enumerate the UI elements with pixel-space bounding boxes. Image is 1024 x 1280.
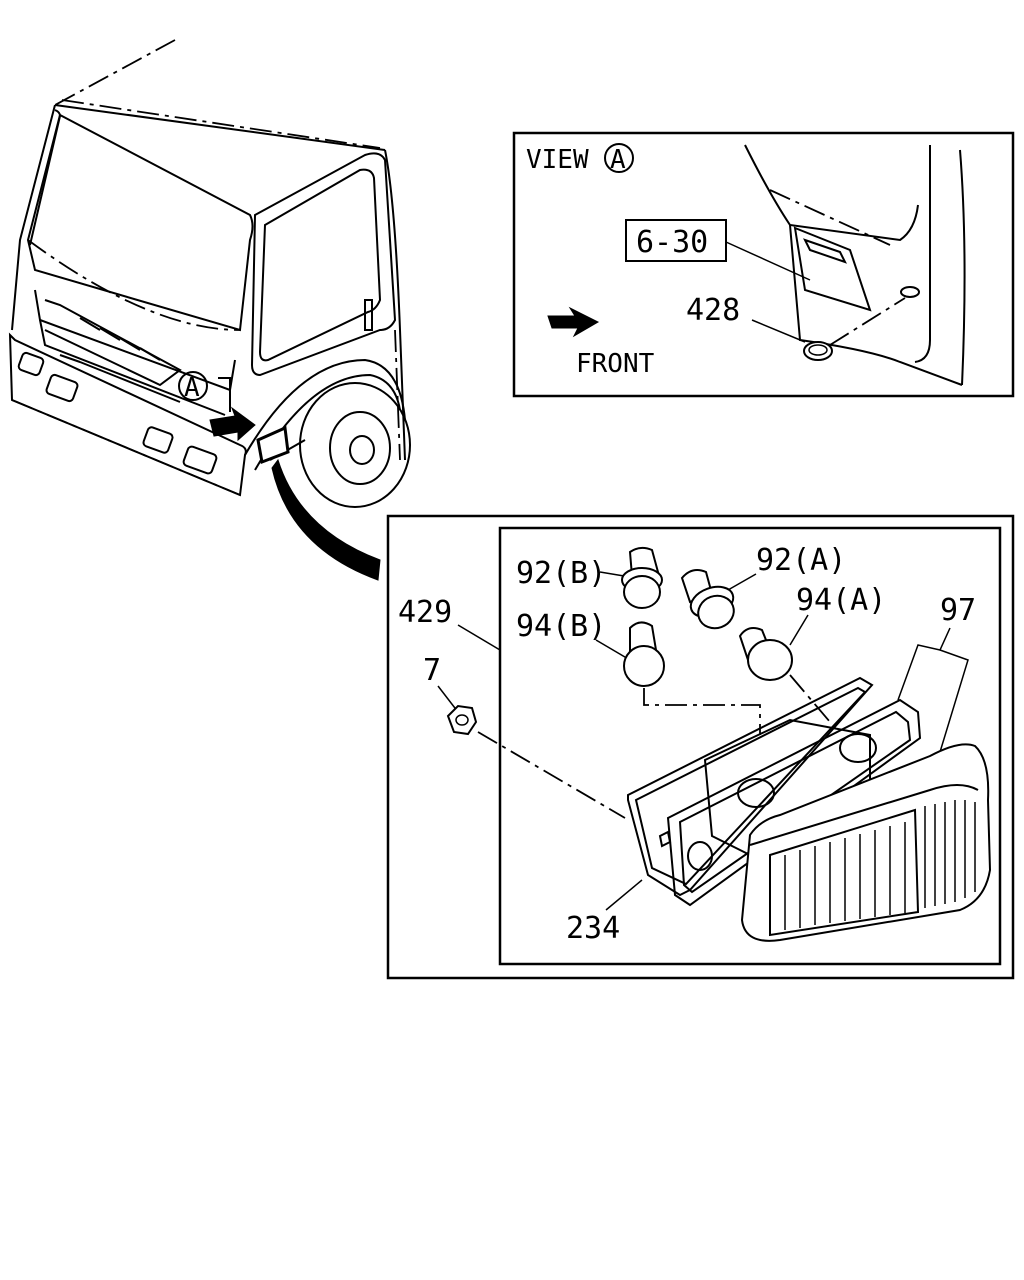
part-7-label: 7 bbox=[423, 653, 441, 688]
part-94b-label: 94(B) bbox=[516, 609, 606, 644]
part-428-label: 428 bbox=[686, 293, 740, 328]
part-429-label: 429 bbox=[398, 595, 452, 630]
lamp-detail-panel: 429 7 92(B) 92(A) 94(B) 94(A) 97 234 bbox=[386, 514, 1015, 980]
part-92a-label: 92(A) bbox=[756, 543, 846, 578]
view-a-panel: VIEW A 6-30 428 FRONT bbox=[512, 131, 1015, 398]
part-92b-label: 92(B) bbox=[516, 556, 606, 591]
bulb-94a bbox=[738, 627, 793, 681]
bulb-94b bbox=[623, 621, 665, 687]
truck-view-a-letter: A bbox=[184, 373, 200, 403]
view-a-title: VIEW bbox=[526, 145, 589, 175]
part-234-label: 234 bbox=[566, 911, 620, 946]
part-97-label: 97 bbox=[940, 593, 976, 628]
view-a-letter: A bbox=[610, 145, 626, 175]
bulb-socket-92a bbox=[680, 569, 735, 630]
bulb-socket-92b bbox=[621, 546, 663, 609]
part-94a-label: 94(A) bbox=[796, 583, 886, 618]
front-label: FRONT bbox=[576, 349, 655, 379]
ref-6-30-label: 6-30 bbox=[636, 225, 708, 260]
truck-cab-illustration: A bbox=[8, 39, 411, 581]
